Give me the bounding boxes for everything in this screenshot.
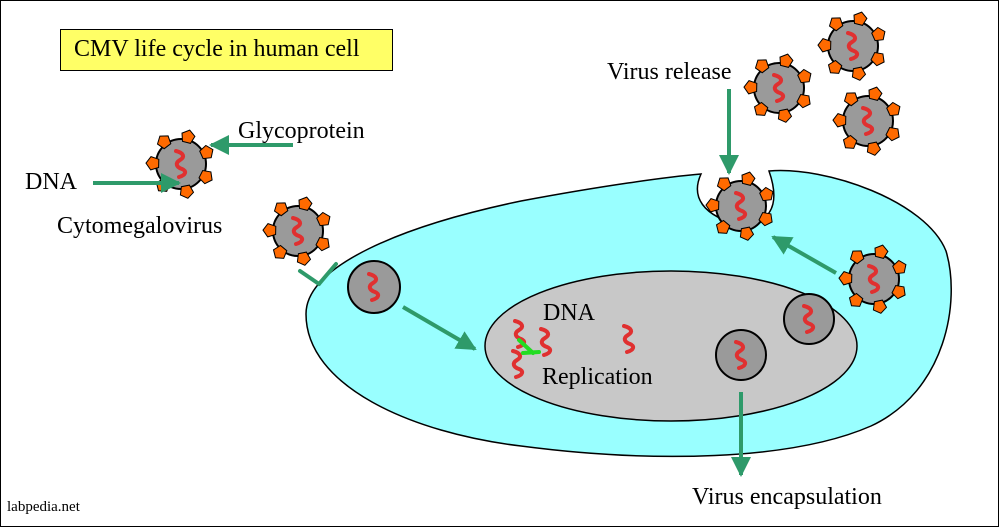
glycoprotein-spike: [885, 126, 900, 142]
arrow-to-nucleus: [401, 305, 477, 351]
dna-strand-replicating: [511, 319, 553, 379]
glycoprotein-spike: [853, 11, 868, 26]
glycoprotein-spike: [739, 226, 755, 241]
glycoprotein-spike: [848, 292, 864, 307]
glycoprotein-spike: [741, 171, 756, 186]
glycoprotein-spike: [758, 211, 773, 227]
virion-release-3: [832, 86, 901, 156]
glycoprotein-spike: [198, 169, 213, 185]
label-virus-encapsulation: Virus encapsulation: [692, 484, 882, 510]
glycoprotein-spike: [315, 236, 330, 252]
glycoprotein-spike: [838, 271, 853, 286]
glycoprotein-spike: [262, 223, 277, 238]
glycoprotein-spike: [886, 101, 901, 117]
glycoprotein-spike: [716, 177, 732, 192]
capsid-nucleus-right: [783, 293, 835, 345]
glycoprotein-spike: [753, 101, 769, 116]
glycoprotein-spike: [891, 284, 906, 300]
glycoprotein-spike: [892, 259, 907, 275]
glycoprotein-spike: [754, 59, 770, 74]
virion-attaching: [262, 196, 331, 266]
glycoprotein-spike: [842, 134, 858, 149]
glycoprotein-spike: [817, 38, 832, 53]
glycoprotein-spike: [743, 80, 758, 95]
virion-release-2: [817, 11, 886, 81]
glycoprotein-spike: [828, 17, 844, 32]
glycoprotein-spike: [273, 202, 289, 217]
glycoprotein-spike: [874, 244, 889, 259]
virion-entering: [838, 244, 907, 314]
label-dna-nucleus: DNA: [543, 300, 595, 326]
title-box: [60, 29, 393, 71]
glycoprotein-spike: [705, 198, 720, 213]
glycoprotein-spike: [849, 250, 865, 265]
label-replication: Replication: [542, 364, 653, 390]
glycoprotein-spike: [866, 141, 882, 156]
glycoprotein-spike: [868, 86, 883, 101]
glycoprotein-spike: [298, 196, 313, 211]
label-virus-release: Virus release: [607, 59, 732, 85]
virion-release-1: [743, 53, 812, 123]
glycoprotein-spike: [843, 92, 859, 107]
receptor-mark: [298, 262, 338, 286]
glycoprotein-spike: [181, 129, 196, 144]
glycoprotein-spike: [156, 135, 172, 150]
glycoprotein-spike: [296, 251, 312, 266]
glycoprotein-spike: [796, 93, 811, 109]
glycoprotein-spike: [145, 156, 160, 171]
glycoprotein-spike: [779, 53, 794, 68]
nucleus: [484, 270, 858, 422]
label-cytomegalovirus: Cytomegalovirus: [57, 213, 223, 239]
glycoprotein-spike: [272, 244, 288, 259]
glycoprotein-spike: [871, 26, 886, 42]
watermark: labpedia.net: [7, 499, 80, 515]
glycoprotein-spike: [715, 219, 731, 234]
glycoprotein-spike: [316, 211, 331, 227]
virion-budding: [705, 171, 774, 241]
diagram-title: CMV life cycle in human cell: [74, 36, 360, 62]
glycoprotein-spike: [179, 184, 195, 199]
label-dna-left: DNA: [25, 169, 77, 195]
glycoprotein-spike: [832, 113, 847, 128]
arrow-to-membrane: [771, 235, 837, 275]
glycoprotein-spike: [199, 144, 214, 160]
capsid-encapsulation: [715, 329, 767, 381]
capsid-cytoplasm: [347, 260, 401, 314]
glycoprotein-spike: [777, 108, 793, 123]
virions-group: [145, 11, 907, 314]
arrows-group: [93, 89, 837, 477]
glycoprotein-spike: [872, 299, 888, 314]
label-glycoprotein: Glycoprotein: [238, 118, 365, 144]
glycoprotein-spike: [870, 51, 885, 67]
glycoprotein-spike: [827, 59, 843, 74]
glycoprotein-spike: [759, 186, 774, 202]
glycoprotein-spike: [797, 68, 812, 84]
virion-glycoprotein: [145, 129, 214, 199]
glycoprotein-spike: [851, 66, 867, 81]
